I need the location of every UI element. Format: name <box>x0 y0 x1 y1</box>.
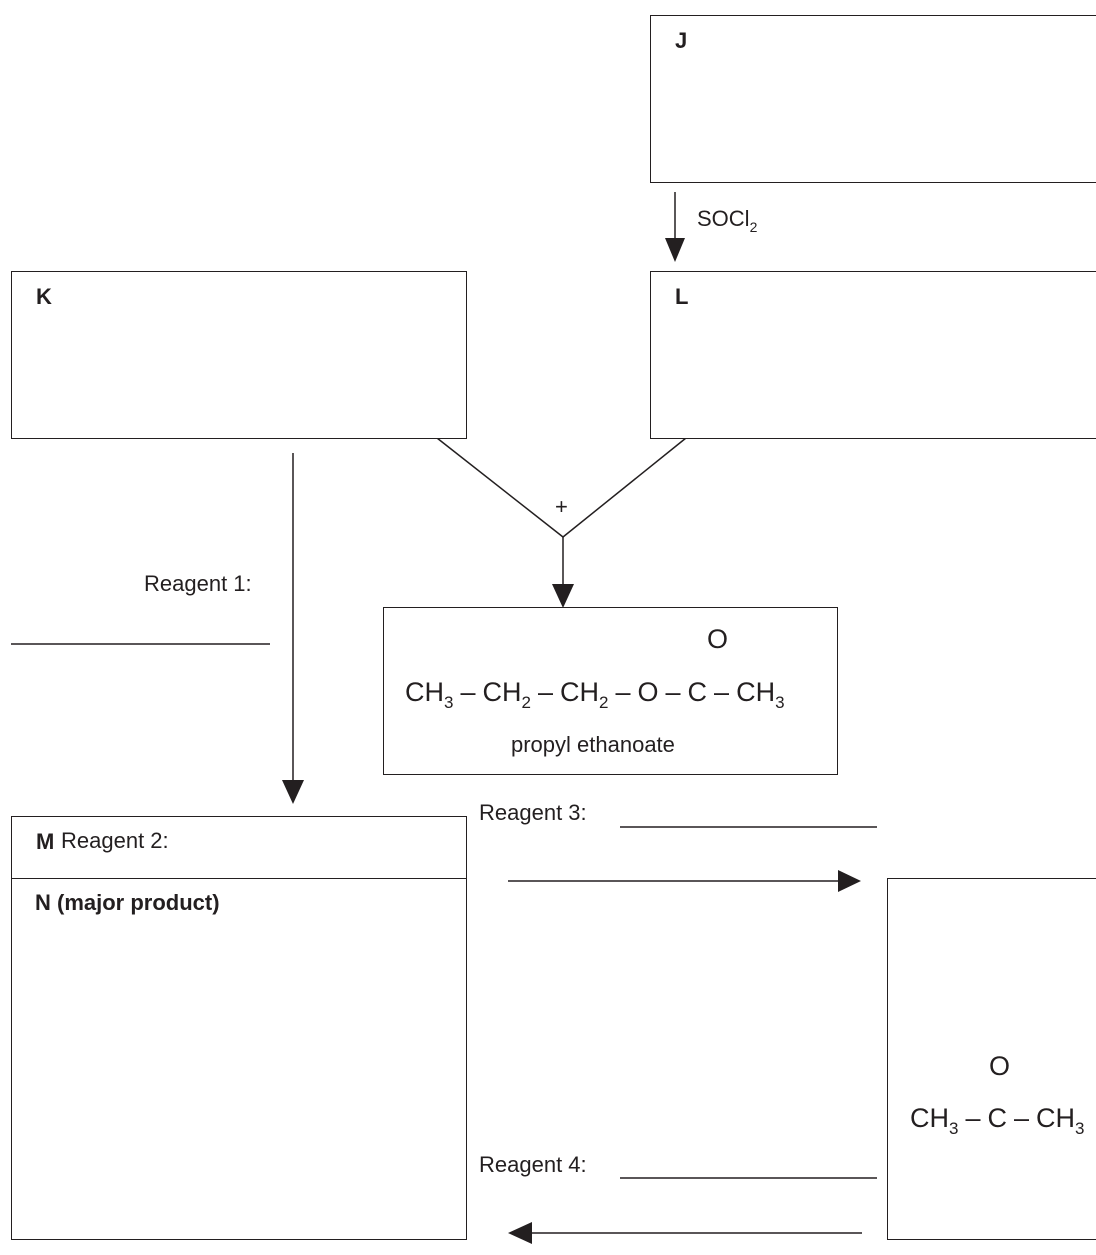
reagent-socl2: SOCl2 <box>697 206 758 235</box>
ester-box <box>383 607 838 775</box>
ester-oxygen: O <box>707 624 729 654</box>
ketone-ch3-left: CH3 <box>910 1103 959 1138</box>
ester-ch3-left: CH3 <box>405 677 454 712</box>
ketone-carbonyl-c: C <box>987 1103 1008 1133</box>
ester-formula: CH3–CH2–CH2–O–C–CH3 <box>405 677 785 712</box>
arrowhead-ketone-to-n <box>508 1222 532 1244</box>
box-l-label: L <box>675 284 689 309</box>
ester-ch2-b: CH2 <box>560 677 609 712</box>
ester-o-link: O <box>637 677 659 707</box>
socl2-main: SOCl <box>697 206 750 231</box>
ester-ch2-a: CH2 <box>482 677 531 712</box>
box-k-label: K <box>36 284 52 309</box>
reagent-2-label: Reagent 2: <box>61 828 169 853</box>
box-n <box>11 878 467 1240</box>
box-m-label: M <box>36 829 55 854</box>
arrowhead-n-to-ketone <box>838 870 861 892</box>
arrowhead-j-to-l <box>665 238 685 262</box>
socl2-sub: 2 <box>749 219 758 235</box>
ester-ch3-right: CH3 <box>736 677 785 712</box>
arrowhead-k-to-m <box>282 780 304 804</box>
ketone-oxygen: O <box>989 1051 1011 1081</box>
arrowhead-to-ester <box>552 584 574 608</box>
box-j-label: J <box>675 28 688 53</box>
ester-carbonyl-c: C <box>687 677 708 707</box>
reagent-3-label: Reagent 3: <box>479 800 587 825</box>
reagent-4-label: Reagent 4: <box>479 1152 587 1177</box>
ester-name: propyl ethanoate <box>511 732 675 757</box>
ketone-ch3-right: CH3 <box>1036 1103 1085 1138</box>
join-line-k <box>436 437 564 538</box>
box-j: J <box>650 15 1096 183</box>
ketone-box <box>887 878 1096 1240</box>
ketone-formula: CH3–C–CH3 <box>910 1103 1085 1138</box>
join-line-l <box>562 437 687 538</box>
reagent-1-label: Reagent 1: <box>144 571 252 596</box>
box-k: K <box>11 271 467 439</box>
box-n-label: N (major product) <box>35 890 220 915</box>
box-l: L <box>650 271 1096 439</box>
plus-sign: + <box>555 494 568 519</box>
